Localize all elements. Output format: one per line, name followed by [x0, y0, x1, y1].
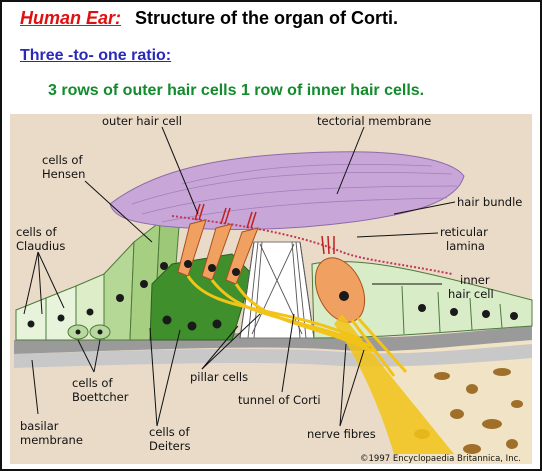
- outer-hair-cells: [177, 219, 259, 285]
- inner-hair-bundle: [321, 235, 335, 255]
- inner-hair-cell-nucleus: [339, 291, 349, 301]
- label-hair-bundle: hair bundle: [457, 195, 522, 209]
- label-cells-of-claudius-2: Claudius: [16, 239, 65, 253]
- outer-hair-bundles: [194, 203, 257, 229]
- label-cells-of-hensen-2: Hensen: [42, 167, 85, 181]
- inner-cell-nuclei: [418, 304, 518, 320]
- cells-of-deiters: [149, 253, 253, 341]
- leader-lines: [23, 126, 456, 427]
- label-pillar-cells: pillar cells: [190, 370, 248, 384]
- label-cells-of-boettcher-1: cells of: [72, 376, 113, 390]
- subtitle: Three -to- one ratio:: [20, 47, 172, 64]
- label-inner-hair-cell-1: inner: [460, 273, 490, 287]
- nerve-fibres: [186, 275, 408, 377]
- label-inner-hair-cell-2: hair cell: [448, 287, 494, 301]
- cells-of-claudius: [15, 273, 105, 341]
- nerve-bundle: [334, 314, 454, 454]
- ratio-statement: 3 rows of outer hair cells 1 row of inne…: [48, 82, 425, 99]
- label-nerve-fibres: nerve fibres: [307, 427, 376, 441]
- inner-cell-borders: [401, 285, 503, 335]
- basilar-membrane: [14, 326, 532, 354]
- diagram-labels: outer hair cell tectorial membrane cells…: [16, 114, 522, 464]
- inner-supporting-cells: [311, 260, 533, 339]
- label-cells-of-hensen-1: cells of: [42, 153, 83, 167]
- label-basilar-membrane-2: membrane: [20, 433, 83, 447]
- label-reticular-lamina-1: reticular: [440, 225, 488, 239]
- label-outer-hair-cell: outer hair cell: [102, 114, 182, 128]
- label-tunnel-of-corti: tunnel of Corti: [238, 393, 321, 407]
- label-cells-of-claudius-1: cells of: [16, 225, 57, 239]
- label-cells-of-deiters-1: cells of: [149, 425, 190, 439]
- copyright-notice: ©1997 Encyclopaedia Britannica, Inc.: [360, 454, 521, 464]
- bone-spots: [414, 368, 523, 454]
- label-reticular-lamina-2: lamina: [446, 239, 485, 253]
- label-cells-of-deiters-2: Deiters: [149, 439, 190, 453]
- title-text: Structure of the organ of Corti.: [135, 8, 399, 28]
- label-cells-of-boettcher-2: Boettcher: [72, 390, 129, 404]
- page-title: Human Ear: Structure of the organ of Cort…: [20, 8, 398, 29]
- cells-of-boettcher: [67, 324, 111, 340]
- label-tectorial-membrane: tectorial membrane: [317, 114, 431, 128]
- organ-of-corti-illustration: outer hair cell tectorial membrane cells…: [10, 114, 533, 464]
- label-basilar-membrane-1: basilar: [20, 419, 59, 433]
- basilar-membrane-lower: [14, 344, 532, 368]
- title-prefix: Human Ear:: [20, 8, 122, 28]
